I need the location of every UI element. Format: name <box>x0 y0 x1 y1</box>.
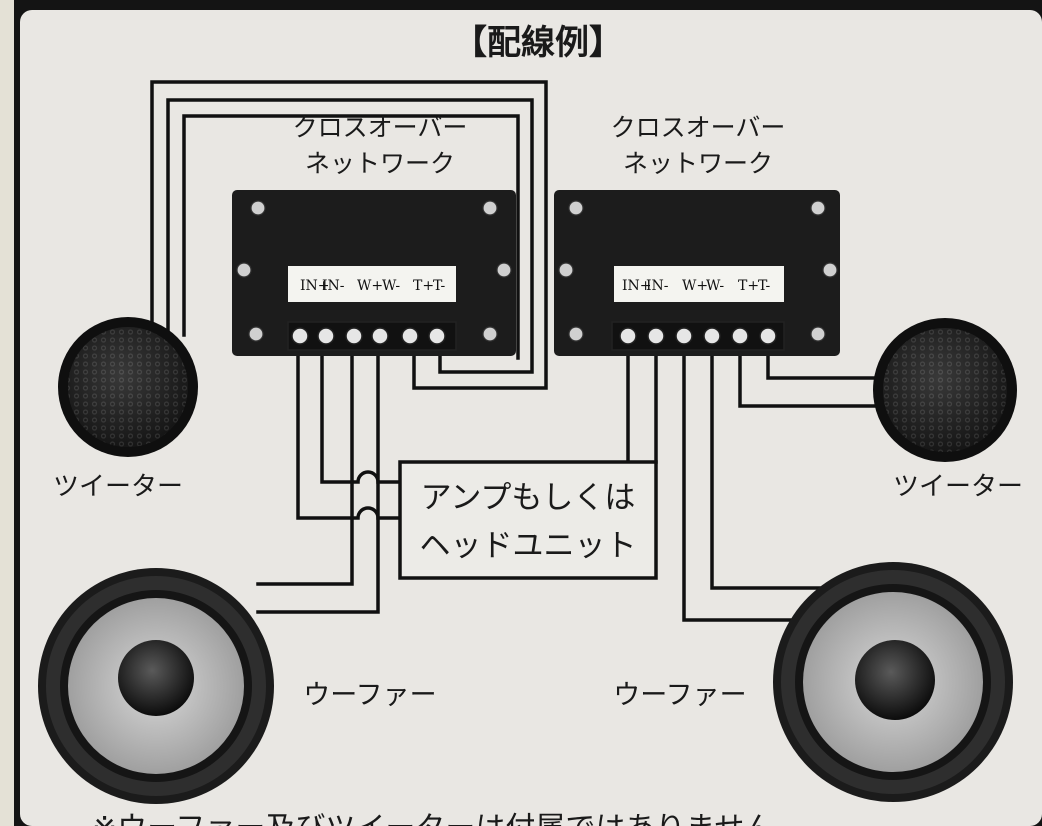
terminal-label: T+ <box>738 278 759 294</box>
woofer-right: ウーファー <box>613 562 1013 802</box>
terminal-label: T+ <box>413 278 434 294</box>
crossover-right-terminal-panel <box>614 266 784 302</box>
terminal-label: IN+ <box>622 278 652 294</box>
crossover-right-screw-icons <box>558 200 838 342</box>
wire-left-loop-inner <box>182 114 520 360</box>
terminal-label: IN- <box>322 278 345 294</box>
woofer-left: ウーファー <box>38 568 437 804</box>
crossover-right-label-line2: ネットワーク <box>623 149 773 178</box>
wire-left-woofer-minus <box>256 343 380 614</box>
amp-headunit: アンプもしくは ヘッドユニット <box>398 460 658 580</box>
terminal-label: W- <box>706 278 724 294</box>
woofer-right-label: ウーファー <box>613 680 746 711</box>
wire-right-woofer-minus <box>710 343 822 590</box>
wire-left-woofer-plus <box>256 343 354 586</box>
terminal-label: T- <box>758 278 771 294</box>
crossover-left-terminal-block <box>287 321 457 351</box>
amp-label-line1: アンプもしくは <box>421 480 636 516</box>
woofer-left-label: ウーファー <box>303 680 436 711</box>
tweeter-right: ツイーター <box>873 318 1023 502</box>
crossover-left-terminal-panel <box>288 266 456 302</box>
terminal-label: W+ <box>357 278 383 294</box>
crossover-left-label-line1: クロスオーバー <box>293 113 468 142</box>
wire-right-tweeter-plus <box>738 343 882 408</box>
tweeter-left-label: ツイーター <box>53 472 183 502</box>
terminal-label: T- <box>433 278 446 294</box>
tweeter-right-label: ツイーター <box>893 472 1023 502</box>
crossover-right-terminal-block <box>611 321 785 351</box>
wire-left-tweeter-minus <box>166 98 534 374</box>
wires <box>150 80 882 622</box>
footnote: ※ウーファー及びツイーターは付属ではありません <box>92 811 774 826</box>
terminal-label: IN- <box>646 278 669 294</box>
wire-left-tweeter-plus <box>150 80 548 390</box>
diagram-title: 【配線例】 <box>453 23 623 63</box>
terminal-label: W- <box>382 278 400 294</box>
tweeter-left: ツイーター <box>53 317 198 502</box>
crossover-left: クロスオーバー ネットワーク IN+ IN- W+ W- T+ T- <box>232 113 516 356</box>
crossover-left-label-line2: ネットワーク <box>305 149 455 178</box>
crossover-right-label-line1: クロスオーバー <box>611 113 786 142</box>
amp-box <box>398 460 658 580</box>
wire-right-woofer-plus <box>682 343 802 622</box>
crossover-left-screw-icons <box>236 200 512 342</box>
terminal-label: W+ <box>682 278 708 294</box>
terminal-label: IN+ <box>300 278 330 294</box>
amp-label-line2: ヘッドユニット <box>420 528 637 564</box>
crossover-right: クロスオーバー ネットワーク IN+ IN- W+ W- T+ T- <box>554 113 840 356</box>
